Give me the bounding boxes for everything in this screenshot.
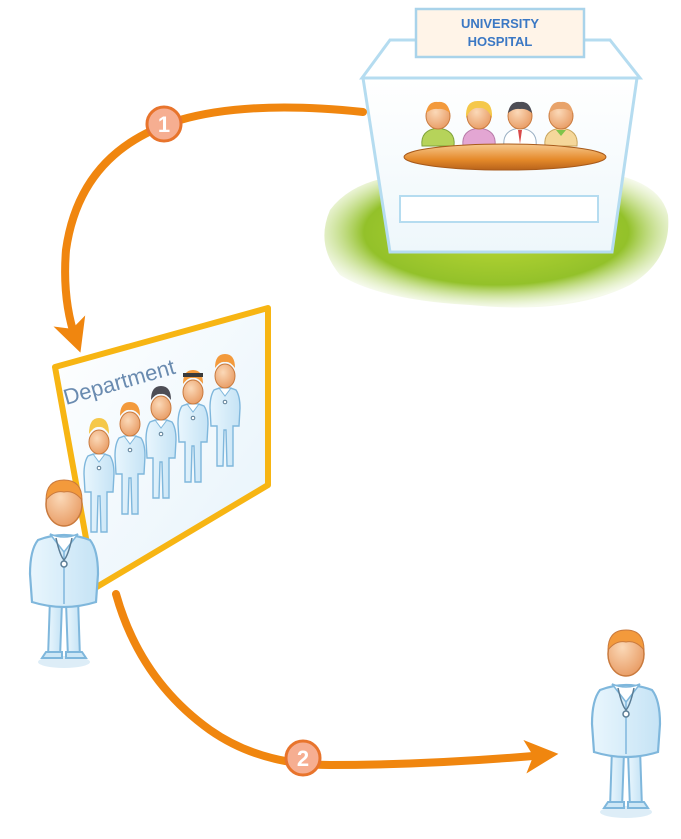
- arrow-hospital-to-department: [53, 103, 367, 353]
- step-badge-1: 1: [145, 105, 183, 143]
- board-member-4: [544, 101, 578, 147]
- university-hospital-building: UNIVERSITY HOSPITAL: [324, 7, 669, 308]
- board-table: [403, 143, 607, 171]
- step-number-2: 2: [297, 746, 309, 771]
- doctor-figure-destination: [590, 628, 662, 820]
- step-badge-2: 2: [284, 739, 322, 777]
- board-member-2: [462, 100, 496, 147]
- board-member-1: [421, 101, 455, 147]
- hospital-sign: [414, 7, 586, 59]
- step-number-1: 1: [158, 112, 170, 137]
- department-board: Department: [52, 305, 271, 591]
- hospital-sign-line1: UNIVERSITY: [461, 16, 539, 31]
- board-member-3: [503, 101, 537, 147]
- arrow-department-to-doctor: [112, 590, 559, 774]
- hospital-sign-line2: HOSPITAL: [468, 34, 533, 49]
